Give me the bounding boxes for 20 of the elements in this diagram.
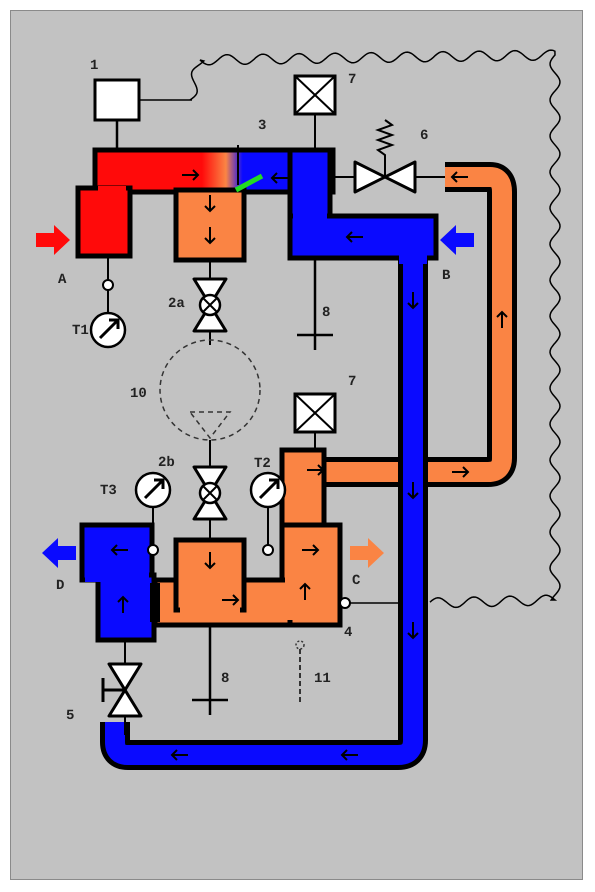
callout-label: 5 [66,708,74,724]
callout-label: B [442,268,450,284]
callout-label: 10 [130,386,147,402]
callout-label: 11 [314,671,331,687]
callout-label: C [352,573,360,589]
callout-label: 1 [90,58,98,74]
callout-label: T2 [254,456,271,472]
callout-label: 4 [344,625,352,641]
callout-label: 3 [258,118,266,134]
callout-label: 2a [168,296,185,312]
callout-label: D [56,578,64,594]
callout-label: 6 [420,128,428,144]
callout-label: A [58,272,66,288]
callout-label: 8 [221,671,230,687]
callout-label: 2b [158,455,175,471]
callout-label: 7 [348,374,356,390]
callout-label: 7 [348,72,356,88]
callout-label: T1 [72,323,89,339]
callout-label: 8 [322,305,330,321]
callout-label: T3 [100,483,117,499]
